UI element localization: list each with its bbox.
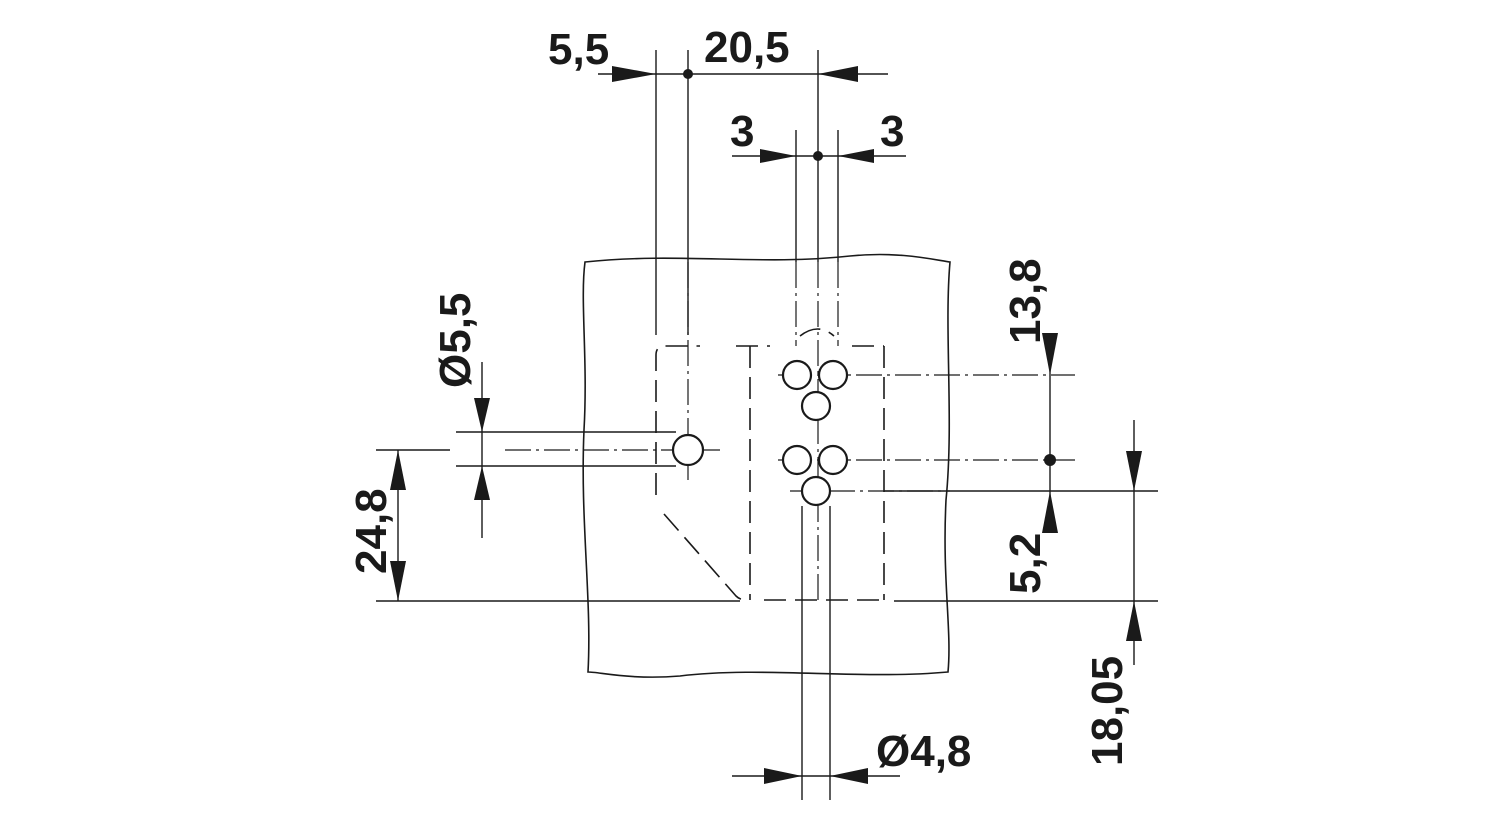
pin-hole — [800, 390, 832, 422]
dimension-left-height — [376, 449, 740, 602]
dim-label-hole-diameter: Ø5,5 — [431, 293, 480, 388]
pin-hole — [781, 444, 813, 476]
dim-label-right-upper: 13,8 — [1001, 258, 1050, 344]
mounting-hole — [671, 433, 705, 467]
pin-hole — [781, 359, 813, 391]
dim-label-top-offset: 5,5 — [548, 25, 609, 74]
dimension-hole-diameter — [456, 362, 676, 538]
center-lines — [505, 262, 1075, 600]
dim-label-height-left: 24,8 — [347, 488, 396, 574]
holes — [671, 359, 849, 507]
pin-hole — [817, 359, 849, 391]
dimension-pin-diameter — [732, 506, 900, 800]
dimension-right-inner — [884, 333, 1158, 533]
dimension-pin-pitch — [732, 130, 906, 262]
dim-label-pin-right: 3 — [880, 107, 904, 156]
dimension-right-outer — [894, 420, 1158, 665]
dim-label-right-lower: 18,05 — [1083, 656, 1132, 766]
dim-label-pin-diameter: Ø4,8 — [876, 727, 971, 776]
board-outline — [582, 253, 951, 678]
housing-footprint — [655, 328, 885, 601]
pin-hole — [800, 475, 832, 507]
dim-label-right-middle: 5,2 — [1001, 533, 1050, 594]
dim-label-pin-left: 3 — [730, 107, 754, 156]
pin-hole — [817, 444, 849, 476]
dimension-top-span — [598, 50, 888, 335]
dim-label-top-span: 20,5 — [704, 23, 790, 72]
